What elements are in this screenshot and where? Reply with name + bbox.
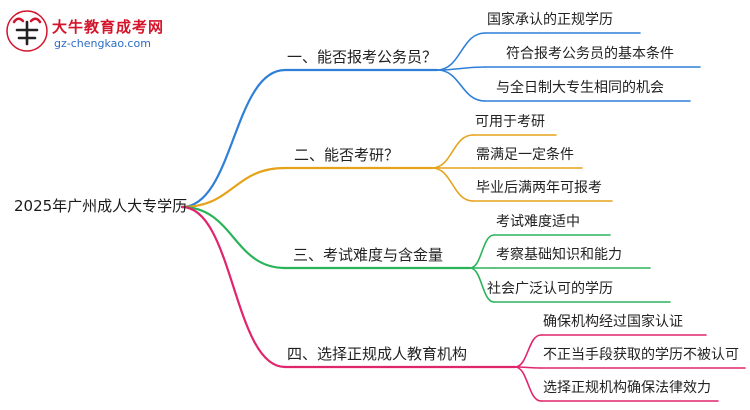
logo-url: gz-chengkao.com	[54, 37, 151, 50]
connector-root-branch-1	[180, 68, 287, 209]
connector-branch-1-leaf-3	[436, 69, 486, 102]
connector-branch-3-leaf-1	[469, 234, 495, 269]
connector-branch-4-leaf-1	[514, 334, 542, 368]
connector-root-branch-4	[180, 205, 287, 369]
leaf-1-3: 与全日制大专生相同的机会	[496, 80, 664, 96]
branch-4-label: 四、选择正规成人教育机构	[287, 345, 468, 363]
connector-branch-2-leaf-1	[431, 134, 474, 169]
branch-1-label: 一、能否报考公务员？	[287, 48, 438, 66]
connector-branch-2-leaf-3	[431, 167, 474, 202]
leaf-3-3: 社会广泛认可的学历	[487, 281, 613, 297]
leaf-1-1: 国家承认的正规学历	[487, 12, 613, 28]
bull-logo-icon	[6, 10, 48, 52]
leaf-1-2: 符合报考公务员的基本条件	[506, 46, 674, 62]
logo-name: 大牛教育成考网	[52, 18, 165, 36]
site-logo[interactable]: 大牛教育成考网 gz-chengkao.com	[4, 8, 204, 54]
branch-3-label: 三、考试难度与含金量	[293, 246, 444, 264]
connector-branch-1-leaf-1	[436, 32, 486, 71]
leaf-4-1: 确保机构经过国家认证	[543, 314, 683, 330]
connector-root-branch-3	[180, 205, 287, 270]
branch-2-label: 二、能否考研？	[294, 146, 400, 164]
leaf-4-2: 不正当手段获取的学历不被认可	[543, 347, 739, 363]
connector-root-branch-2	[180, 166, 287, 209]
leaf-4-3: 选择正规机构确保法律效力	[543, 380, 711, 396]
connector-branch-4-leaf-3	[514, 366, 542, 402]
root-node: 2025年广州成人大专学历	[14, 197, 188, 215]
leaf-3-2: 考察基础知识和能力	[496, 247, 622, 263]
leaf-2-2: 需满足一定条件	[476, 147, 574, 163]
leaf-3-1: 考试难度适中	[496, 214, 580, 230]
leaf-2-3: 毕业后满两年可报考	[476, 180, 602, 196]
connector-branch-3-leaf-3	[469, 267, 495, 303]
leaf-2-1: 可用于考研	[475, 114, 545, 130]
